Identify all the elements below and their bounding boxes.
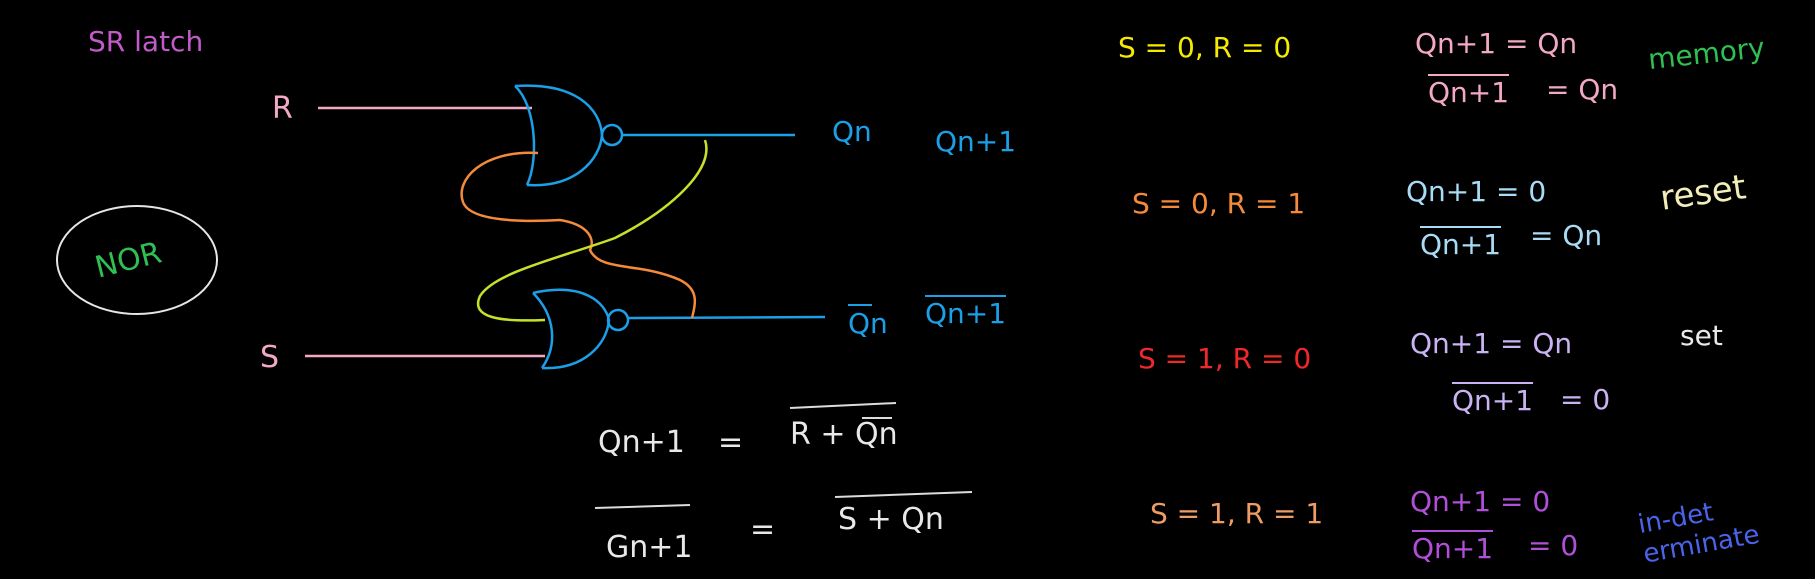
q-n-label: Qn xyxy=(832,115,872,148)
row4-qbar: Qn+1 xyxy=(1412,530,1494,565)
row4-qbar-value: = 0 xyxy=(1528,529,1579,562)
row3-qbar: Qn+1 xyxy=(1452,382,1534,417)
eq1-rhs: R + Qn xyxy=(790,417,898,452)
row2-condition: S = 0, R = 1 xyxy=(1132,187,1306,220)
feedback-wire-orange xyxy=(460,151,697,319)
eq2-rhs-overline xyxy=(834,491,973,498)
row2-qbar: Qn+1 xyxy=(1420,226,1502,261)
eq1-equals: = xyxy=(718,425,744,460)
qbar-n-label: Qn xyxy=(848,307,888,340)
eq1-overline xyxy=(789,402,897,409)
r-input-label: R xyxy=(272,91,293,126)
eq2-lhs-overline xyxy=(594,504,691,509)
bottom-nor-gate xyxy=(532,288,826,370)
row4-condition: S = 1, R = 1 xyxy=(1150,497,1324,530)
page-title: SR latch xyxy=(88,25,204,58)
row1-qbar: Qn+1 xyxy=(1428,74,1510,109)
eq1-lhs: Qn+1 xyxy=(598,425,685,460)
row2-q-equation: Qn+1 = 0 xyxy=(1406,175,1547,208)
row3-qbar-value: = 0 xyxy=(1560,383,1611,416)
s-input-label: S xyxy=(260,340,280,375)
row3-q-equation: Qn+1 = Qn xyxy=(1410,327,1573,360)
qbar-n1-label: Qn+1 xyxy=(925,295,1007,330)
nor-oval xyxy=(56,205,218,315)
feedback-wire-green xyxy=(476,139,708,322)
eq2-rhs: S + Qn xyxy=(838,502,944,537)
row3-condition: S = 1, R = 0 xyxy=(1138,342,1312,375)
row4-q-equation: Qn+1 = 0 xyxy=(1410,485,1551,518)
q-n1-label: Qn+1 xyxy=(935,125,1017,158)
row1-qbar-value: = Qn xyxy=(1546,73,1619,106)
eq2-equals: = xyxy=(750,512,776,547)
row1-condition: S = 0, R = 0 xyxy=(1118,31,1292,64)
eq2-lhs: Gn+1 xyxy=(606,530,693,565)
row3-state: set xyxy=(1680,319,1723,352)
row2-qbar-value: = Qn xyxy=(1530,219,1603,252)
top-nor-gate xyxy=(514,84,795,187)
row1-q-equation: Qn+1 = Qn xyxy=(1415,27,1578,60)
